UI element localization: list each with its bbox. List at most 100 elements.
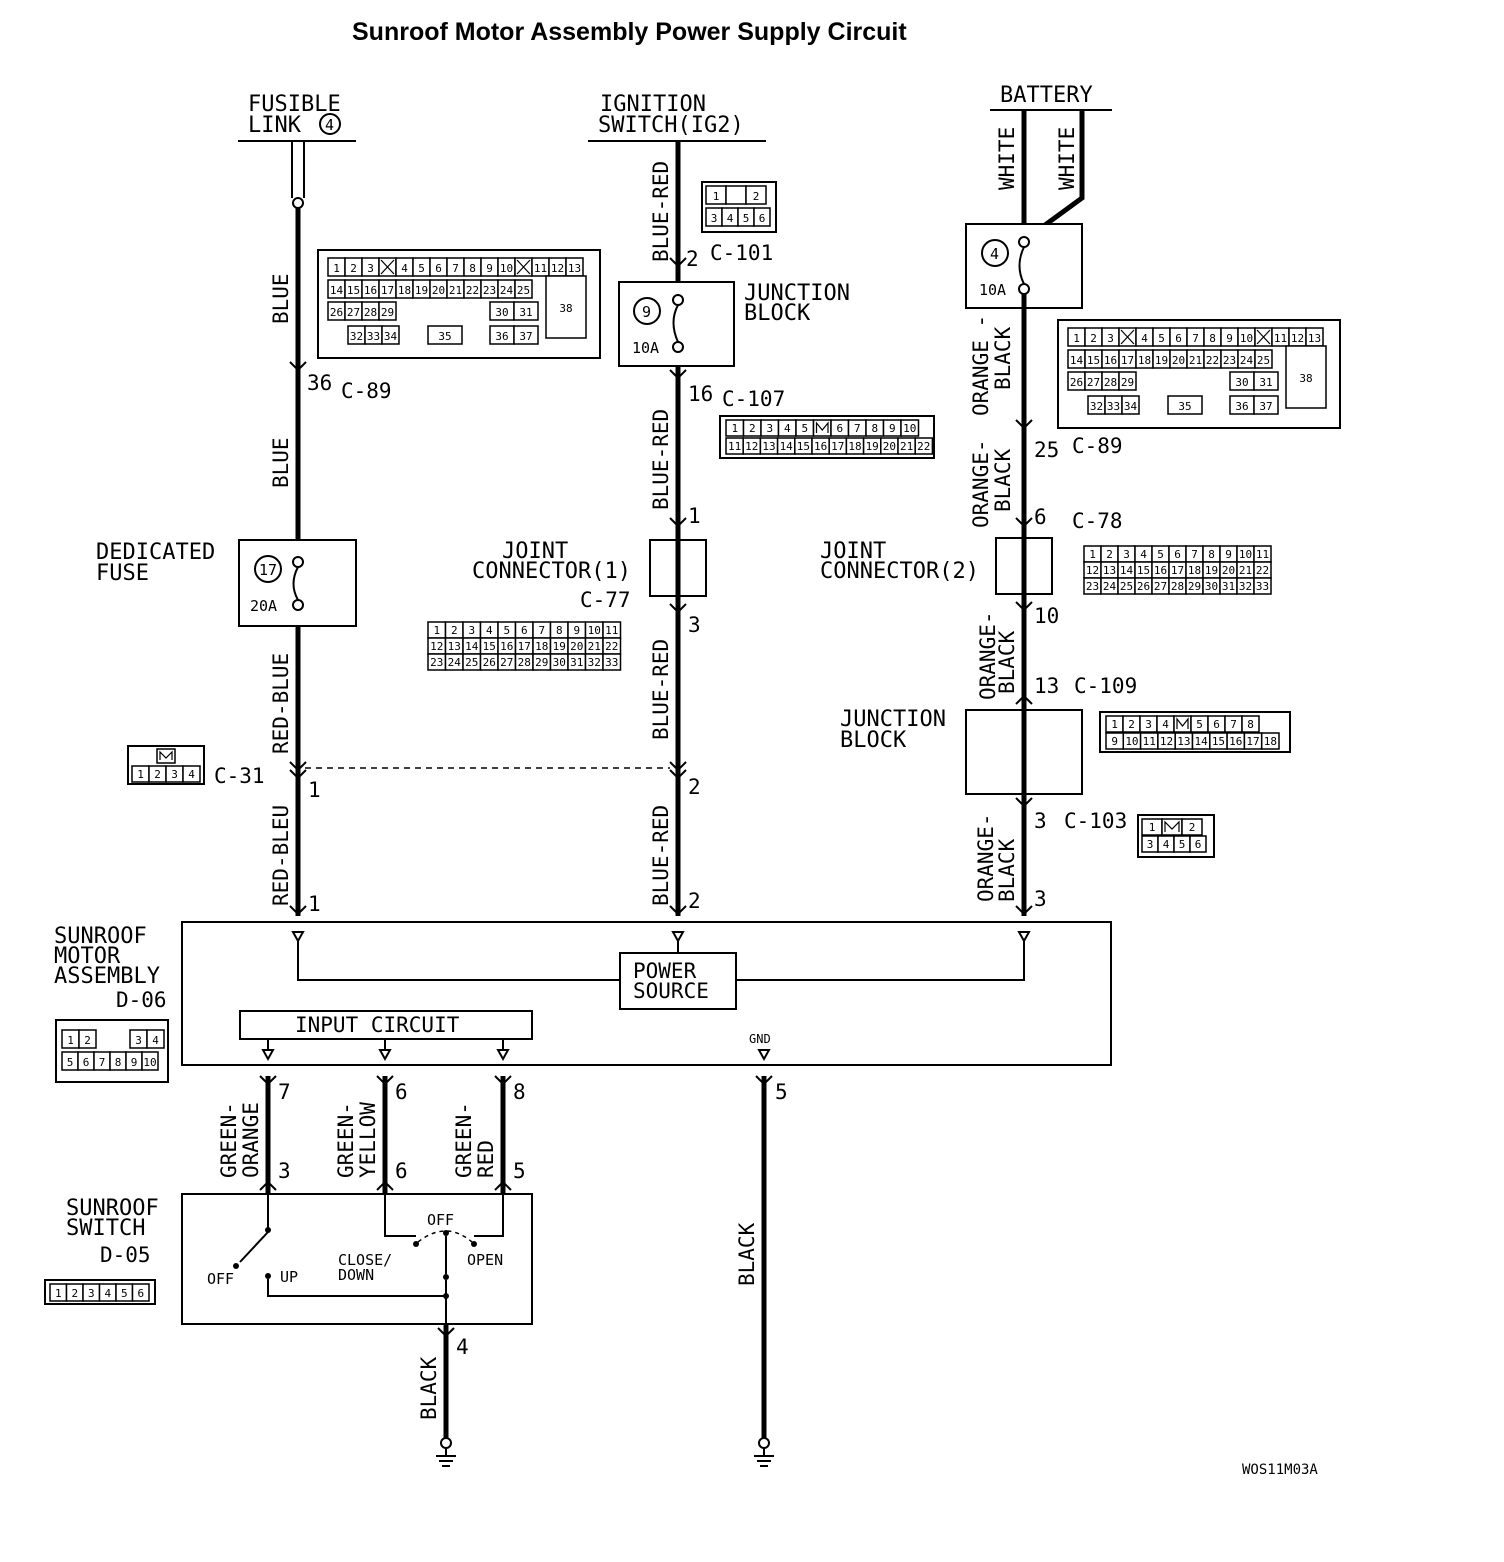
c107-face-key (815, 421, 829, 433)
c101-face-pin: 6 (759, 212, 766, 225)
c89-right-face-pin: 2 (1090, 332, 1097, 345)
gnd-marker (757, 1049, 771, 1062)
pin-6-d05: 6 (395, 1159, 408, 1183)
d05-pin4-arrow (437, 1327, 455, 1338)
wire-label-gr-2: RED (474, 1140, 498, 1178)
switch-off-top: OFF (427, 1211, 454, 1229)
c78-face-pin: 16 (1154, 564, 1167, 577)
c89-left-face-pin: 26 (330, 306, 343, 319)
c89-left-face-cell (513, 301, 539, 321)
c109-face-pin: 17 (1246, 735, 1259, 748)
c109-arrow (1015, 694, 1033, 705)
c89-right-face-pin: 30 (1235, 376, 1248, 389)
c107-face-pin: 12 (745, 440, 758, 453)
c89-left-face-pin: 2 (350, 262, 357, 275)
d05-face-pin: 6 (137, 1287, 144, 1300)
dedicated-fuse-label-2: FUSE (96, 561, 149, 586)
c78-face-pin: 33 (1256, 580, 1269, 593)
c107-face-pin: 4 (784, 422, 791, 435)
c101-face-cell (745, 185, 767, 205)
c107-face-pin: 19 (866, 440, 879, 453)
c78-face-pin: 32 (1239, 580, 1252, 593)
battery-fuse-top-terminal (1018, 236, 1030, 248)
c89-right-face-pin: 1 (1073, 332, 1080, 345)
c89-left-face-pin: 4 (401, 262, 408, 275)
c89-left-face-pin: 13 (568, 262, 581, 275)
c101-arrow (669, 257, 687, 268)
c89-right-face-pin: 9 (1226, 332, 1233, 345)
c77-code: C-77 (580, 588, 631, 612)
d06-face-pin: 10 (143, 1056, 156, 1069)
power-source-box (619, 952, 737, 1010)
c89-left-face-pin: 14 (330, 284, 344, 297)
c89-left-face-pin: 15 (347, 284, 360, 297)
wire-label-blue-red-3: BLUE-RED (649, 639, 673, 740)
c31-face-pin: 4 (188, 768, 195, 781)
c107-face-pin: 3 (766, 422, 773, 435)
c78-face-pin: 22 (1256, 564, 1269, 577)
c77-face-pin: 13 (448, 640, 461, 653)
c101-face-pin: 1 (713, 190, 720, 203)
c103-face-pin: 4 (1163, 838, 1170, 851)
jc2-label-2: CONNECTOR(2) (820, 559, 979, 584)
c103-face-cell (1181, 818, 1203, 836)
c89-left-face-cell (381, 325, 400, 345)
pin-8: 8 (513, 1080, 526, 1104)
c89-right-face-pin: 33 (1107, 400, 1120, 413)
c78-face-pin: 20 (1222, 564, 1235, 577)
c77-face-pin: 15 (483, 640, 496, 653)
switch-close-2: DOWN (338, 1266, 374, 1284)
switch-label-2: SWITCH (66, 1216, 145, 1241)
d06-face-pin: 4 (152, 1034, 159, 1047)
power-source-left-link (297, 941, 620, 981)
c101-face-cell (725, 185, 747, 205)
c77-face-pin: 9 (573, 624, 580, 637)
jc1-label-1: JOINT (502, 539, 568, 564)
diagram-title: Sunroof Motor Assembly Power Supply Circ… (352, 18, 907, 46)
ignition-label-1: IGNITION (600, 92, 706, 117)
c107-face-pin: 16 (814, 440, 827, 453)
c109-face-pin: 11 (1143, 735, 1156, 748)
c89-right-face-pin: 12 (1291, 332, 1304, 345)
ground-terminal-switch (440, 1437, 452, 1449)
c89-left-face-pin: 11 (534, 262, 547, 275)
c89-left-face-pin: 30 (495, 306, 508, 319)
pin-6-c78: 6 (1034, 505, 1047, 529)
c109-face-key (1176, 717, 1189, 729)
c78-face-pin: 9 (1225, 548, 1232, 561)
c89-right-face-pin: 36 (1235, 400, 1248, 413)
c109-face-cell (1241, 715, 1260, 733)
dedicated-fuse-box (238, 539, 357, 627)
jb1-fuse-element (672, 304, 679, 343)
c89-right-face-blank (1120, 329, 1135, 345)
switch-label-1: SUNROOF (66, 1196, 159, 1221)
wire-label-blue-red-2: BLUE-RED (649, 409, 673, 510)
c78-face-pin: 19 (1205, 564, 1218, 577)
c78-face-pin: 12 (1086, 564, 1099, 577)
d06-pin3-arrow (1015, 905, 1033, 916)
wire-label-blue-2: BLUE (269, 437, 293, 488)
c89-right-face-pin: 35 (1178, 400, 1191, 413)
c103-face-pin: 6 (1195, 838, 1202, 851)
gnd-label: GND (749, 1032, 771, 1046)
c89-right-face-pin: 14 (1070, 354, 1084, 367)
c78-face-pin: 4 (1140, 548, 1147, 561)
c89-right-face-cell (1121, 395, 1140, 415)
c78-face-pin: 17 (1171, 564, 1184, 577)
c89-left-face-cell (514, 279, 533, 299)
c77-face-cell (602, 653, 622, 671)
c101-face-cell (753, 207, 771, 227)
wire-label-blue-red-4: BLUE-RED (649, 805, 673, 906)
c89-right-face-cell (1118, 371, 1137, 391)
c109-face-pin: 18 (1264, 735, 1277, 748)
c78-face-pin: 13 (1103, 564, 1116, 577)
c77-face-pin: 5 (503, 624, 510, 637)
c103-arrow (1015, 797, 1033, 808)
wire-label-ob-3a: ORANGE- (976, 611, 1000, 700)
c107-face-cell (900, 419, 920, 437)
c77-face-pin: 21 (588, 640, 601, 653)
pin-3-d06: 3 (1034, 887, 1047, 911)
c101-code: C-101 (710, 241, 773, 265)
pin-7: 7 (278, 1080, 291, 1104)
c78-face-pin: 1 (1089, 548, 1096, 561)
